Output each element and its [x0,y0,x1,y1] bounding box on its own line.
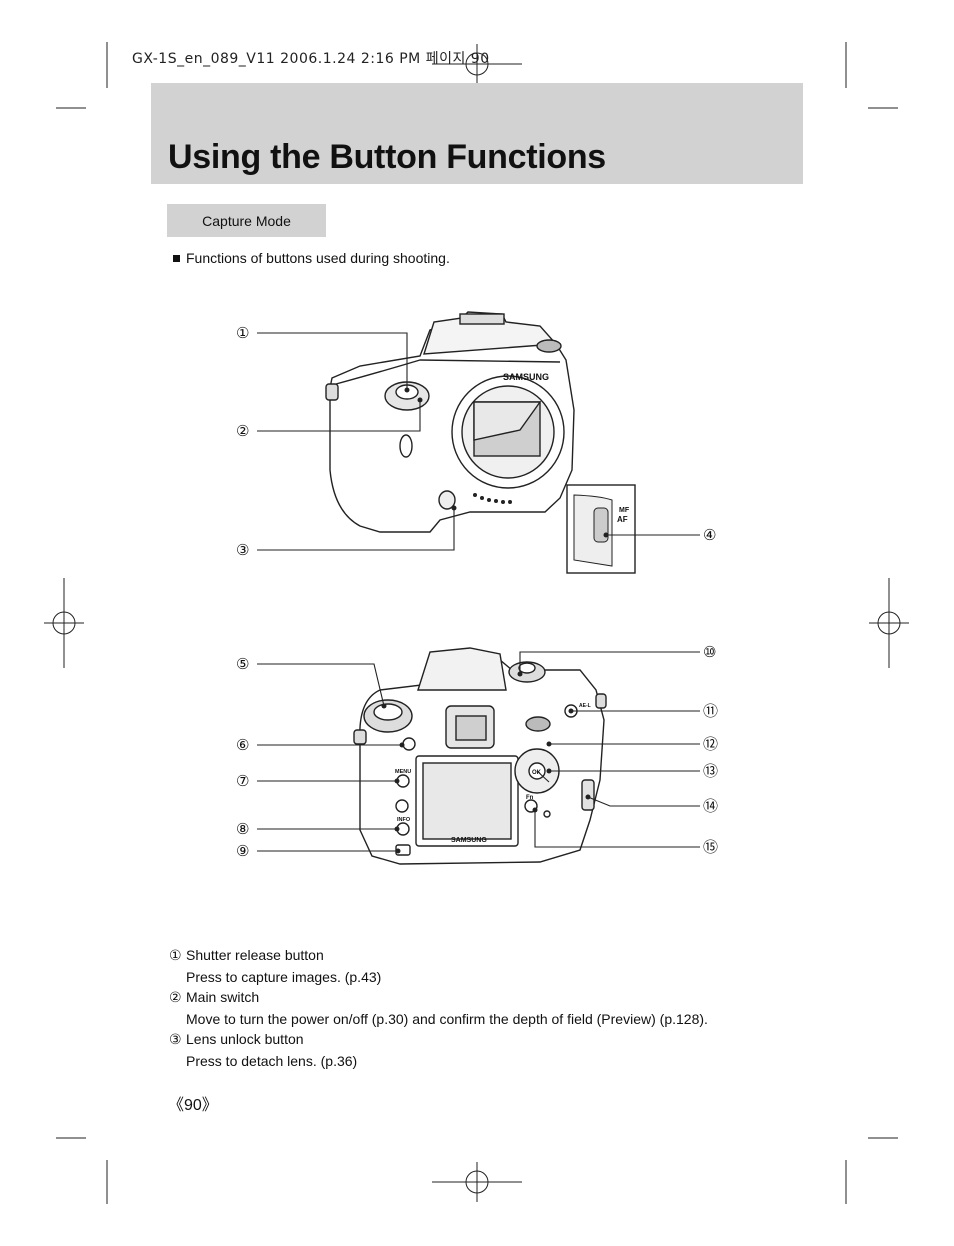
description-number: ③ [169,1032,182,1049]
callout-4: ④ [703,526,717,544]
description-number: ② [169,990,182,1007]
description-name: Shutter release button [186,947,324,963]
rear-brand-logo: SAMSUNG [451,837,487,844]
callout-10: ⑩ [703,643,717,661]
title-band [151,83,803,184]
callout-3: ③ [236,541,250,559]
callout-8: ⑧ [236,820,250,838]
callout-6: ⑥ [236,736,250,754]
svg-text:AF: AF [617,515,628,524]
callout-9: ⑨ [236,842,250,860]
callout-11: ⑪ [703,702,719,720]
intro-text: Functions of buttons used during shootin… [173,250,450,266]
callout-2: ② [236,422,250,440]
svg-text:AE-L: AE-L [579,703,591,709]
description-detail: Press to capture images. (p.43) [186,968,382,985]
page-title: Using the Button Functions [168,138,606,176]
svg-text:MF: MF [619,507,630,514]
description-detail: Press to detach lens. (p.36) [186,1052,358,1069]
callout-7: ⑦ [236,772,250,790]
capture-mode-tab: Capture Mode [167,204,326,237]
bullet-icon [173,255,180,262]
front-brand-logo: SAMSUNG [503,372,549,382]
callout-13: ⑬ [703,762,719,780]
description-name: Lens unlock button [186,1031,304,1048]
svg-text:Fn: Fn [526,795,534,801]
svg-text:OK: OK [532,770,542,776]
svg-text:INFO: INFO [397,817,411,823]
intro-label: Functions of buttons used during shootin… [186,250,450,266]
callout-14: ⑭ [703,797,719,815]
callout-5: ⑤ [236,655,250,673]
description-name: Main switch [186,989,260,1006]
print-header: GX-1S_en_089_V11 2006.1.24 2:16 PM 페이지 9… [132,51,490,67]
page-number: 《90》 [168,1097,218,1114]
description-number: ① [169,948,182,964]
callout-12: ⑫ [703,735,719,753]
description-detail: Move to turn the power on/off (p.30) and… [186,1010,708,1027]
capture-mode-label: Capture Mode [202,212,291,229]
callout-15: ⑮ [703,838,719,856]
callout-1: ① [236,324,250,342]
svg-text:MENU: MENU [395,769,411,775]
